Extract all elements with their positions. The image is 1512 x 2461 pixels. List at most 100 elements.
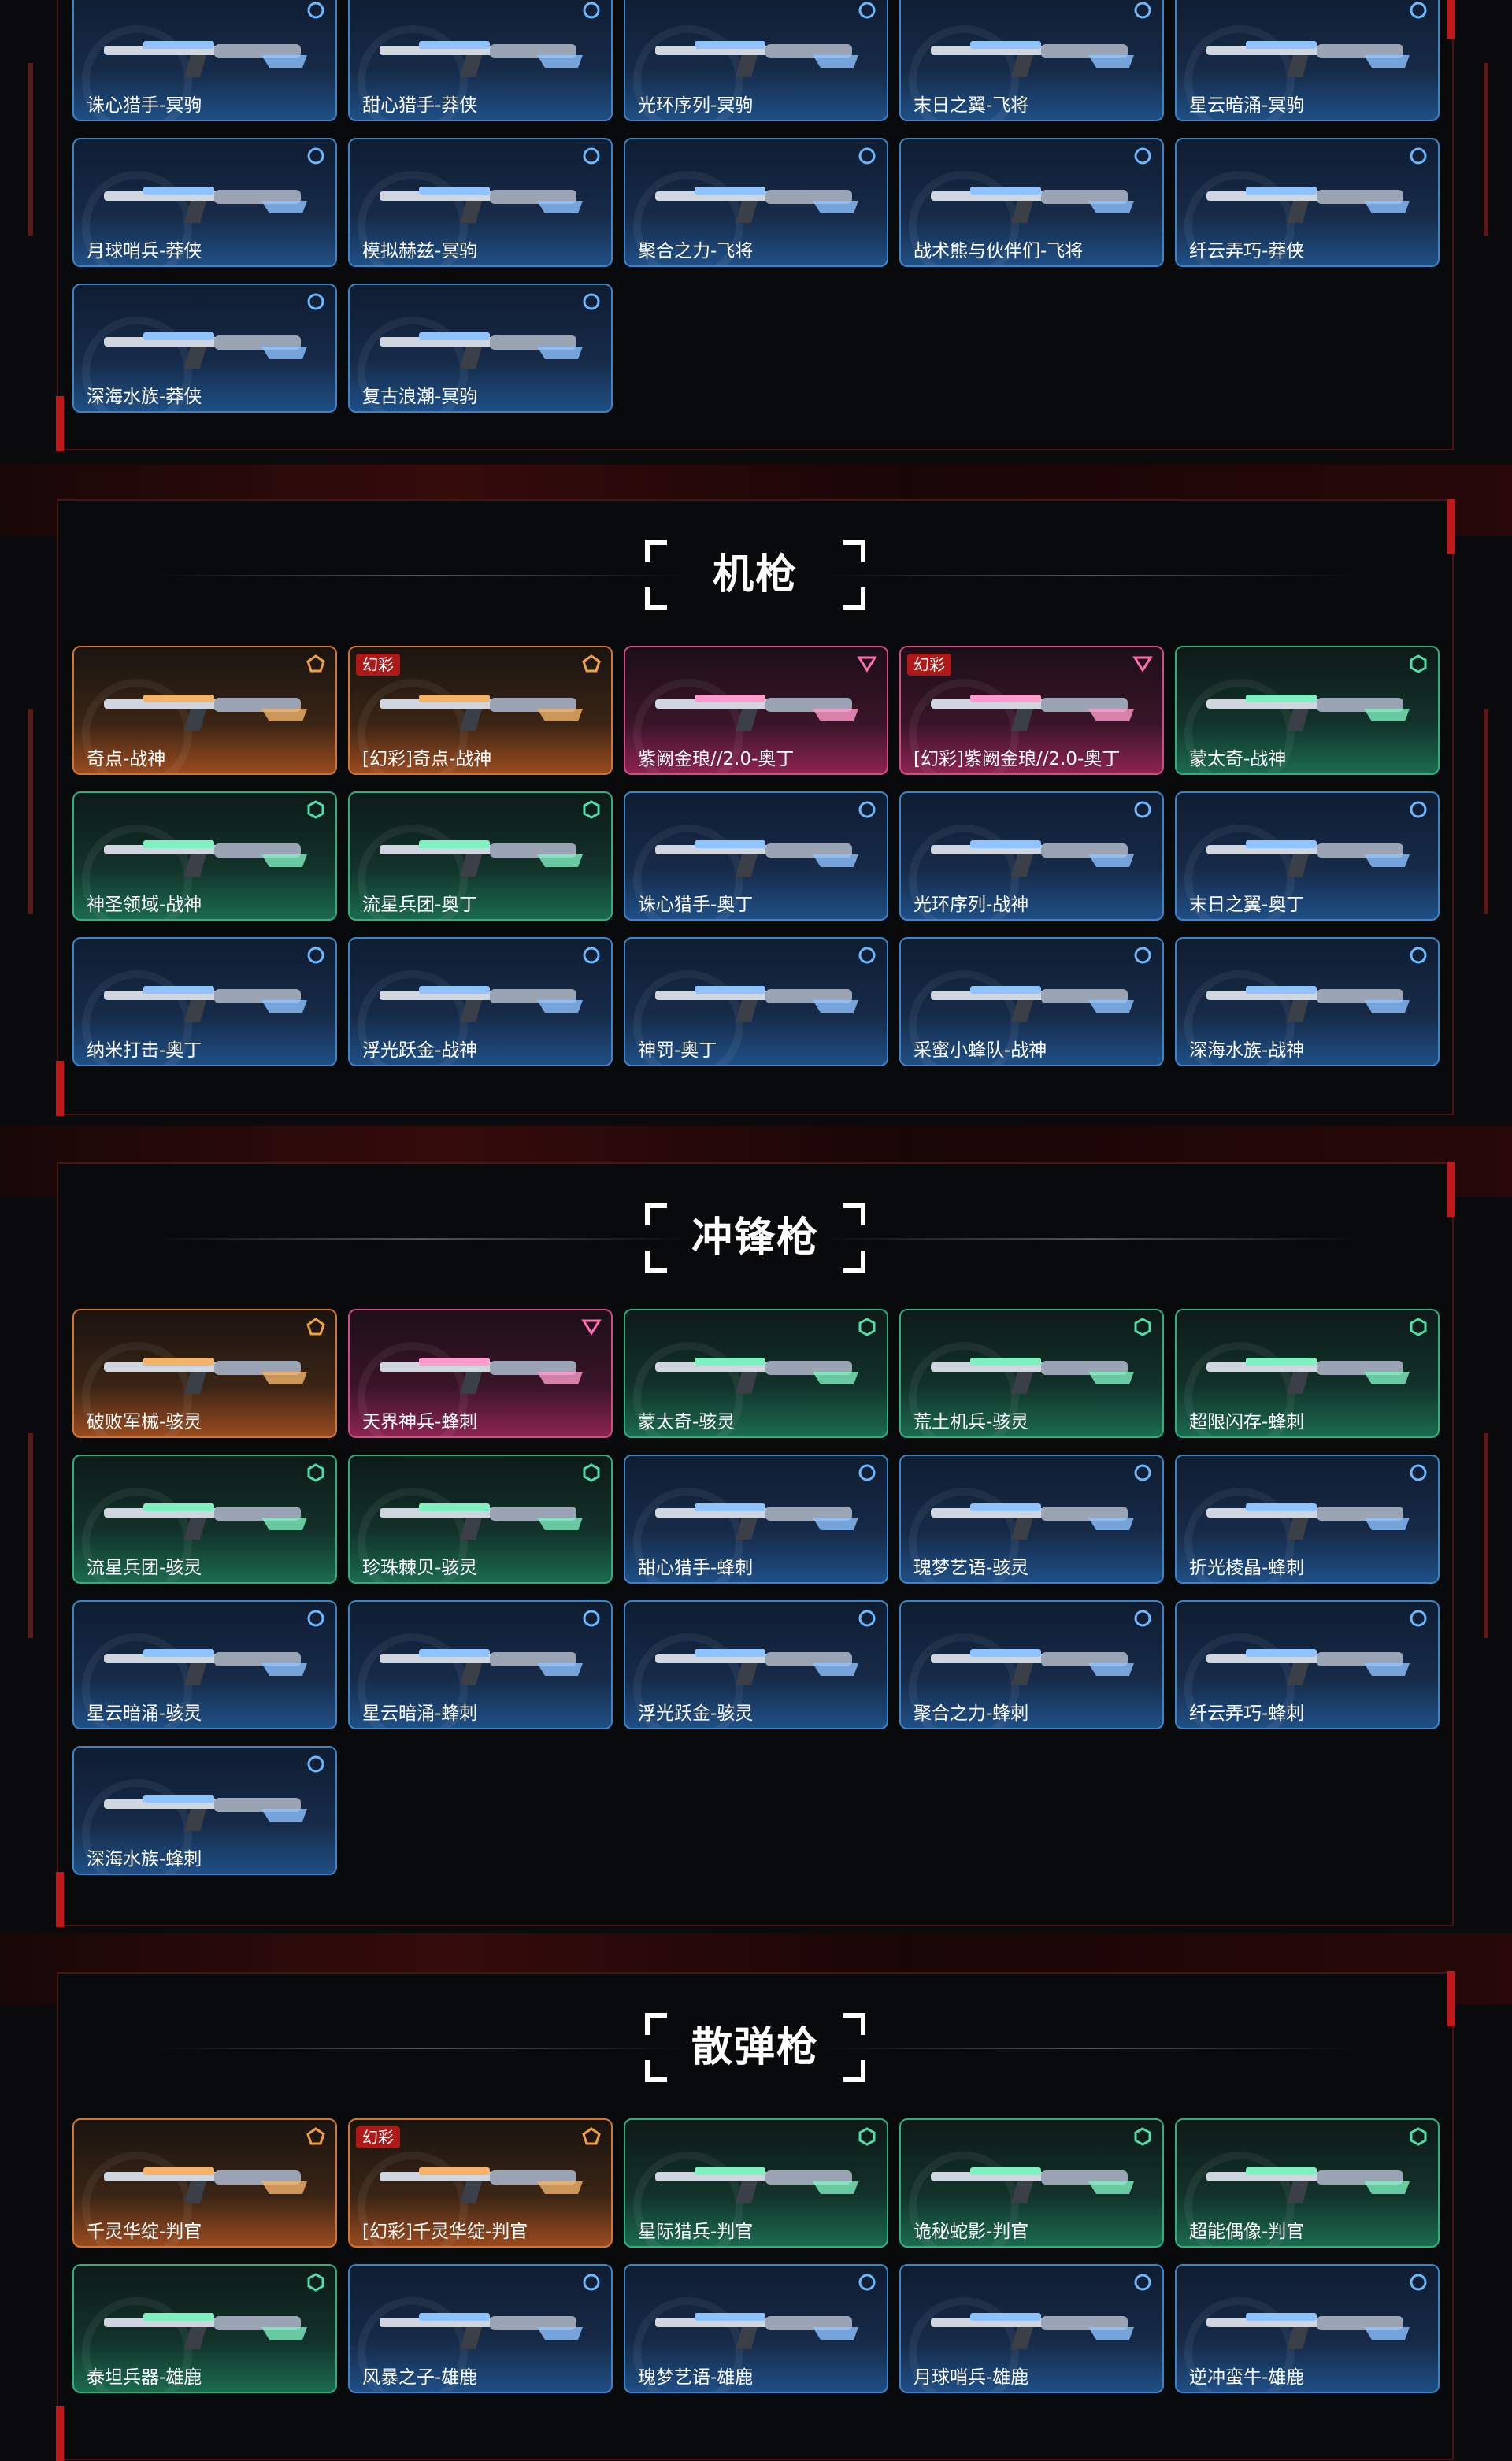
machinegun-skin-card[interactable]: 蒙太奇-战神: [1175, 646, 1440, 775]
weapon-image: [96, 1781, 317, 1836]
skin-name-label: 诛心猎手-冥驹: [87, 95, 202, 116]
smg-skin-card[interactable]: 甜心猎手-蜂刺: [624, 1455, 888, 1584]
green-tier-icon: [306, 1462, 326, 1483]
skin-name-label: 诛心猎手-奥丁: [638, 895, 754, 915]
blue-tier-icon: [1132, 1462, 1153, 1483]
skin-name-label: 千灵华绽-判官: [87, 2222, 202, 2242]
smg-section: 冲锋枪 破败军械-骇灵 天界神兵-蜂刺 蒙太奇-骇灵 荒土机兵-骇灵 超限闪存-…: [56, 1162, 1455, 1927]
machinegun-skin-card[interactable]: 浮光跃金-战神: [348, 937, 613, 1066]
sniper-skin-card[interactable]: 末日之翼-飞将: [899, 0, 1164, 121]
sniper-skin-card[interactable]: 纤云弄巧-莽侠: [1175, 138, 1440, 267]
blue-tier-icon: [1132, 799, 1153, 820]
shotgun-skin-card[interactable]: 月球哨兵-雄鹿: [899, 2264, 1164, 2393]
machinegun-skin-card[interactable]: 采蜜小蜂队-战神: [899, 937, 1164, 1066]
machinegun-skin-card[interactable]: 流星兵团-奥丁: [348, 791, 613, 921]
weapon-image: [647, 2299, 868, 2354]
blue-tier-icon: [857, 1608, 877, 1629]
skin-name-label: 甜心猎手-莽侠: [362, 95, 478, 116]
smg-skin-card[interactable]: 聚合之力-蜂刺: [899, 1600, 1164, 1729]
blue-tier-icon: [581, 146, 602, 166]
smg-skin-card[interactable]: 星云暗涌-蜂刺: [348, 1600, 613, 1729]
shotgun-skin-card[interactable]: 逆冲蛮牛-雄鹿: [1175, 2264, 1440, 2393]
skin-name-label: 荒土机兵-骇灵: [914, 1412, 1029, 1432]
smg-skin-card[interactable]: 折光棱晶-蜂刺: [1175, 1455, 1440, 1584]
smg-skin-card[interactable]: 蒙太奇-骇灵: [624, 1309, 888, 1438]
smg-skin-card[interactable]: 流星兵团-骇灵: [72, 1455, 337, 1584]
skin-name-label: 深海水族-蜂刺: [87, 1849, 202, 1870]
blue-tier-icon: [306, 0, 326, 20]
smg-skin-card[interactable]: 荒土机兵-骇灵: [899, 1309, 1164, 1438]
shotgun-skin-card[interactable]: 泰坦兵器-雄鹿: [72, 2264, 337, 2393]
smg-skin-card[interactable]: 深海水族-蜂刺: [72, 1746, 337, 1875]
weapon-image: [1199, 1489, 1419, 1544]
sniper-skin-card[interactable]: 诛心猎手-冥驹: [72, 0, 337, 121]
header-line-right: [822, 575, 1358, 576]
machinegun-skin-card[interactable]: 纳米打击-奥丁: [72, 937, 337, 1066]
skin-name-label: 末日之翼-奥丁: [1189, 895, 1305, 915]
skin-name-label: 神罚-奥丁: [638, 1040, 717, 1061]
machinegun-skin-card[interactable]: 幻彩[幻彩]奇点-战神: [348, 646, 613, 775]
blue-tier-icon: [857, 799, 877, 820]
weapon-image: [923, 172, 1143, 228]
skin-name-label: 诡秘蛇影-判官: [914, 2222, 1029, 2242]
shotgun-skin-card[interactable]: 瑰梦艺语-雄鹿: [624, 2264, 888, 2393]
smg-skin-card[interactable]: 星云暗涌-骇灵: [72, 1600, 337, 1729]
skin-name-label: 光环序列-冥驹: [638, 95, 754, 116]
sniper-skin-card[interactable]: 光环序列-冥驹: [624, 0, 888, 121]
weapon-image: [372, 27, 592, 82]
skin-name-label: 逆冲蛮牛-雄鹿: [1189, 2367, 1305, 2388]
sniper-skin-card[interactable]: 聚合之力-飞将: [624, 138, 888, 267]
skin-name-label: 光环序列-战神: [914, 895, 1029, 915]
shotgun-skin-card[interactable]: 诡秘蛇影-判官: [899, 2118, 1164, 2248]
weapon-image: [923, 2153, 1143, 2208]
header-line-left: [153, 2048, 688, 2049]
weapon-image: [96, 826, 317, 881]
skin-name-label: 纤云弄巧-莽侠: [1189, 241, 1305, 261]
smg-skin-card[interactable]: 瑰梦艺语-骇灵: [899, 1455, 1164, 1584]
weapon-image: [1199, 172, 1419, 228]
weapon-image: [96, 172, 317, 228]
header-line-left: [153, 1238, 688, 1240]
smg-skin-card[interactable]: 珍珠棘贝-骇灵: [348, 1455, 613, 1584]
header-line-right: [822, 2048, 1358, 2049]
shotgun-skin-card[interactable]: 千灵华绽-判官: [72, 2118, 337, 2248]
sniper-skin-card[interactable]: 深海水族-莽侠: [72, 284, 337, 413]
sniper-skin-card[interactable]: 甜心猎手-莽侠: [348, 0, 613, 121]
sniper-skin-card[interactable]: 复古浪潮-冥驹: [348, 284, 613, 413]
blue-tier-icon: [857, 146, 877, 166]
smg-skin-card[interactable]: 纤云弄巧-蜂刺: [1175, 1600, 1440, 1729]
weapon-image: [96, 1344, 317, 1399]
shotgun-skin-card[interactable]: 超能偶像-判官: [1175, 2118, 1440, 2248]
weapon-image: [372, 972, 592, 1027]
smg-skin-card[interactable]: 天界神兵-蜂刺: [348, 1309, 613, 1438]
shotgun-skin-card[interactable]: 星际猎兵-判官: [624, 2118, 888, 2248]
sniper-skin-card[interactable]: 战术熊与伙伴们-飞将: [899, 138, 1164, 267]
machinegun-skin-card[interactable]: 深海水族-战神: [1175, 937, 1440, 1066]
sniper-section: 诛心猎手-冥驹 甜心猎手-莽侠 光环序列-冥驹 末日之翼-飞将 星云暗涌-冥驹 …: [56, 0, 1455, 451]
machinegun-skin-card[interactable]: 光环序列-战神: [899, 791, 1164, 921]
smg-skin-card[interactable]: 浮光跃金-骇灵: [624, 1600, 888, 1729]
weapon-image: [96, 2299, 317, 2354]
machinegun-skin-card[interactable]: 紫阙金琅//2.0-奥丁: [624, 646, 888, 775]
smg-skin-card[interactable]: 超限闪存-蜂刺: [1175, 1309, 1440, 1438]
skin-name-label: 星际猎兵-判官: [638, 2222, 754, 2242]
sniper-skin-card[interactable]: 星云暗涌-冥驹: [1175, 0, 1440, 121]
sniper-skin-card[interactable]: 月球哨兵-莽侠: [72, 138, 337, 267]
side-decoration: [28, 63, 33, 236]
chroma-badge: 幻彩: [356, 2126, 400, 2148]
shotgun-skin-card[interactable]: 幻彩[幻彩]千灵华绽-判官: [348, 2118, 613, 2248]
blue-tier-icon: [1408, 1608, 1429, 1629]
weapon-image: [96, 27, 317, 82]
machinegun-skin-card[interactable]: 神罚-奥丁: [624, 937, 888, 1066]
machinegun-skin-card[interactable]: 末日之翼-奥丁: [1175, 791, 1440, 921]
machinegun-skin-card[interactable]: 幻彩[幻彩]紫阙金琅//2.0-奥丁: [899, 646, 1164, 775]
machinegun-skin-card[interactable]: 神圣领域-战神: [72, 791, 337, 921]
shotgun-skin-card[interactable]: 风暴之子-雄鹿: [348, 2264, 613, 2393]
chroma-badge: 幻彩: [356, 654, 400, 676]
smg-skin-card[interactable]: 破败军械-骇灵: [72, 1309, 337, 1438]
skin-name-label: 纤云弄巧-蜂刺: [1189, 1703, 1305, 1724]
sniper-skin-card[interactable]: 模拟赫兹-冥驹: [348, 138, 613, 267]
machinegun-skin-card[interactable]: 奇点-战神: [72, 646, 337, 775]
machinegun-skin-card[interactable]: 诛心猎手-奥丁: [624, 791, 888, 921]
blue-tier-icon: [1132, 146, 1153, 166]
